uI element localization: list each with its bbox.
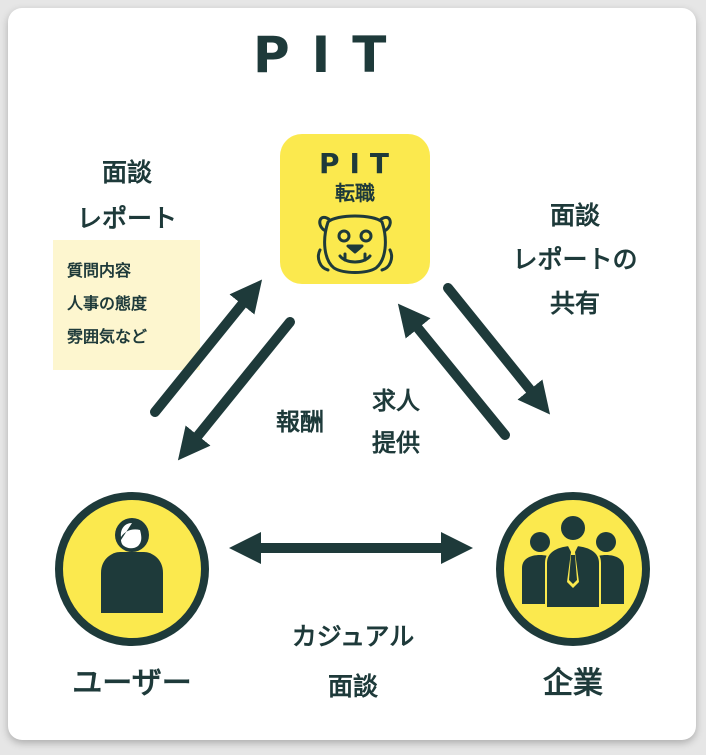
note-line: 質問内容 — [67, 261, 132, 280]
app-subtitle: 転職 — [335, 181, 375, 205]
label-line: カジュアル — [291, 622, 415, 651]
report-arrow — [150, 279, 263, 417]
label-line: 面談 — [327, 672, 378, 701]
person-icon — [101, 518, 163, 613]
note-line: 人事の態度 — [67, 294, 148, 313]
pit-logo: PIT — [253, 26, 409, 84]
reward-label: 報酬 — [276, 408, 324, 436]
job-offering-label: 求人 提供 — [358, 380, 434, 464]
note-line: 雰囲気など — [67, 327, 148, 346]
pit-app-icon: PIT 転職 — [280, 134, 430, 284]
bulldog-icon — [316, 214, 394, 274]
company-node — [496, 492, 650, 646]
interview-report-label: 面談 レポート — [52, 150, 202, 242]
reward-arrow — [177, 317, 295, 461]
business-group-icon — [522, 514, 624, 609]
report-contents-note: 質問内容 人事の態度 雰囲気など — [53, 240, 200, 370]
company-label: 企業 — [543, 666, 603, 701]
casual-interview-label: カジュアル 面談 — [260, 612, 446, 712]
user-label: ユーザー — [72, 666, 192, 701]
report-sharing-label: 面談 レポートの 共有 — [500, 194, 650, 326]
label-line: 共有 — [549, 289, 600, 318]
label-line: 面談 — [101, 158, 152, 187]
label-line: レポートの — [512, 245, 638, 274]
app-title: PIT — [318, 147, 400, 180]
label-line: 提供 — [372, 429, 420, 457]
job-offer-arrow — [397, 303, 510, 440]
user-node — [55, 492, 209, 646]
report-share-arrow — [443, 283, 551, 415]
label-line: レポート — [76, 204, 177, 233]
label-line: 面談 — [549, 201, 600, 230]
label-line: 求人 — [372, 387, 420, 415]
